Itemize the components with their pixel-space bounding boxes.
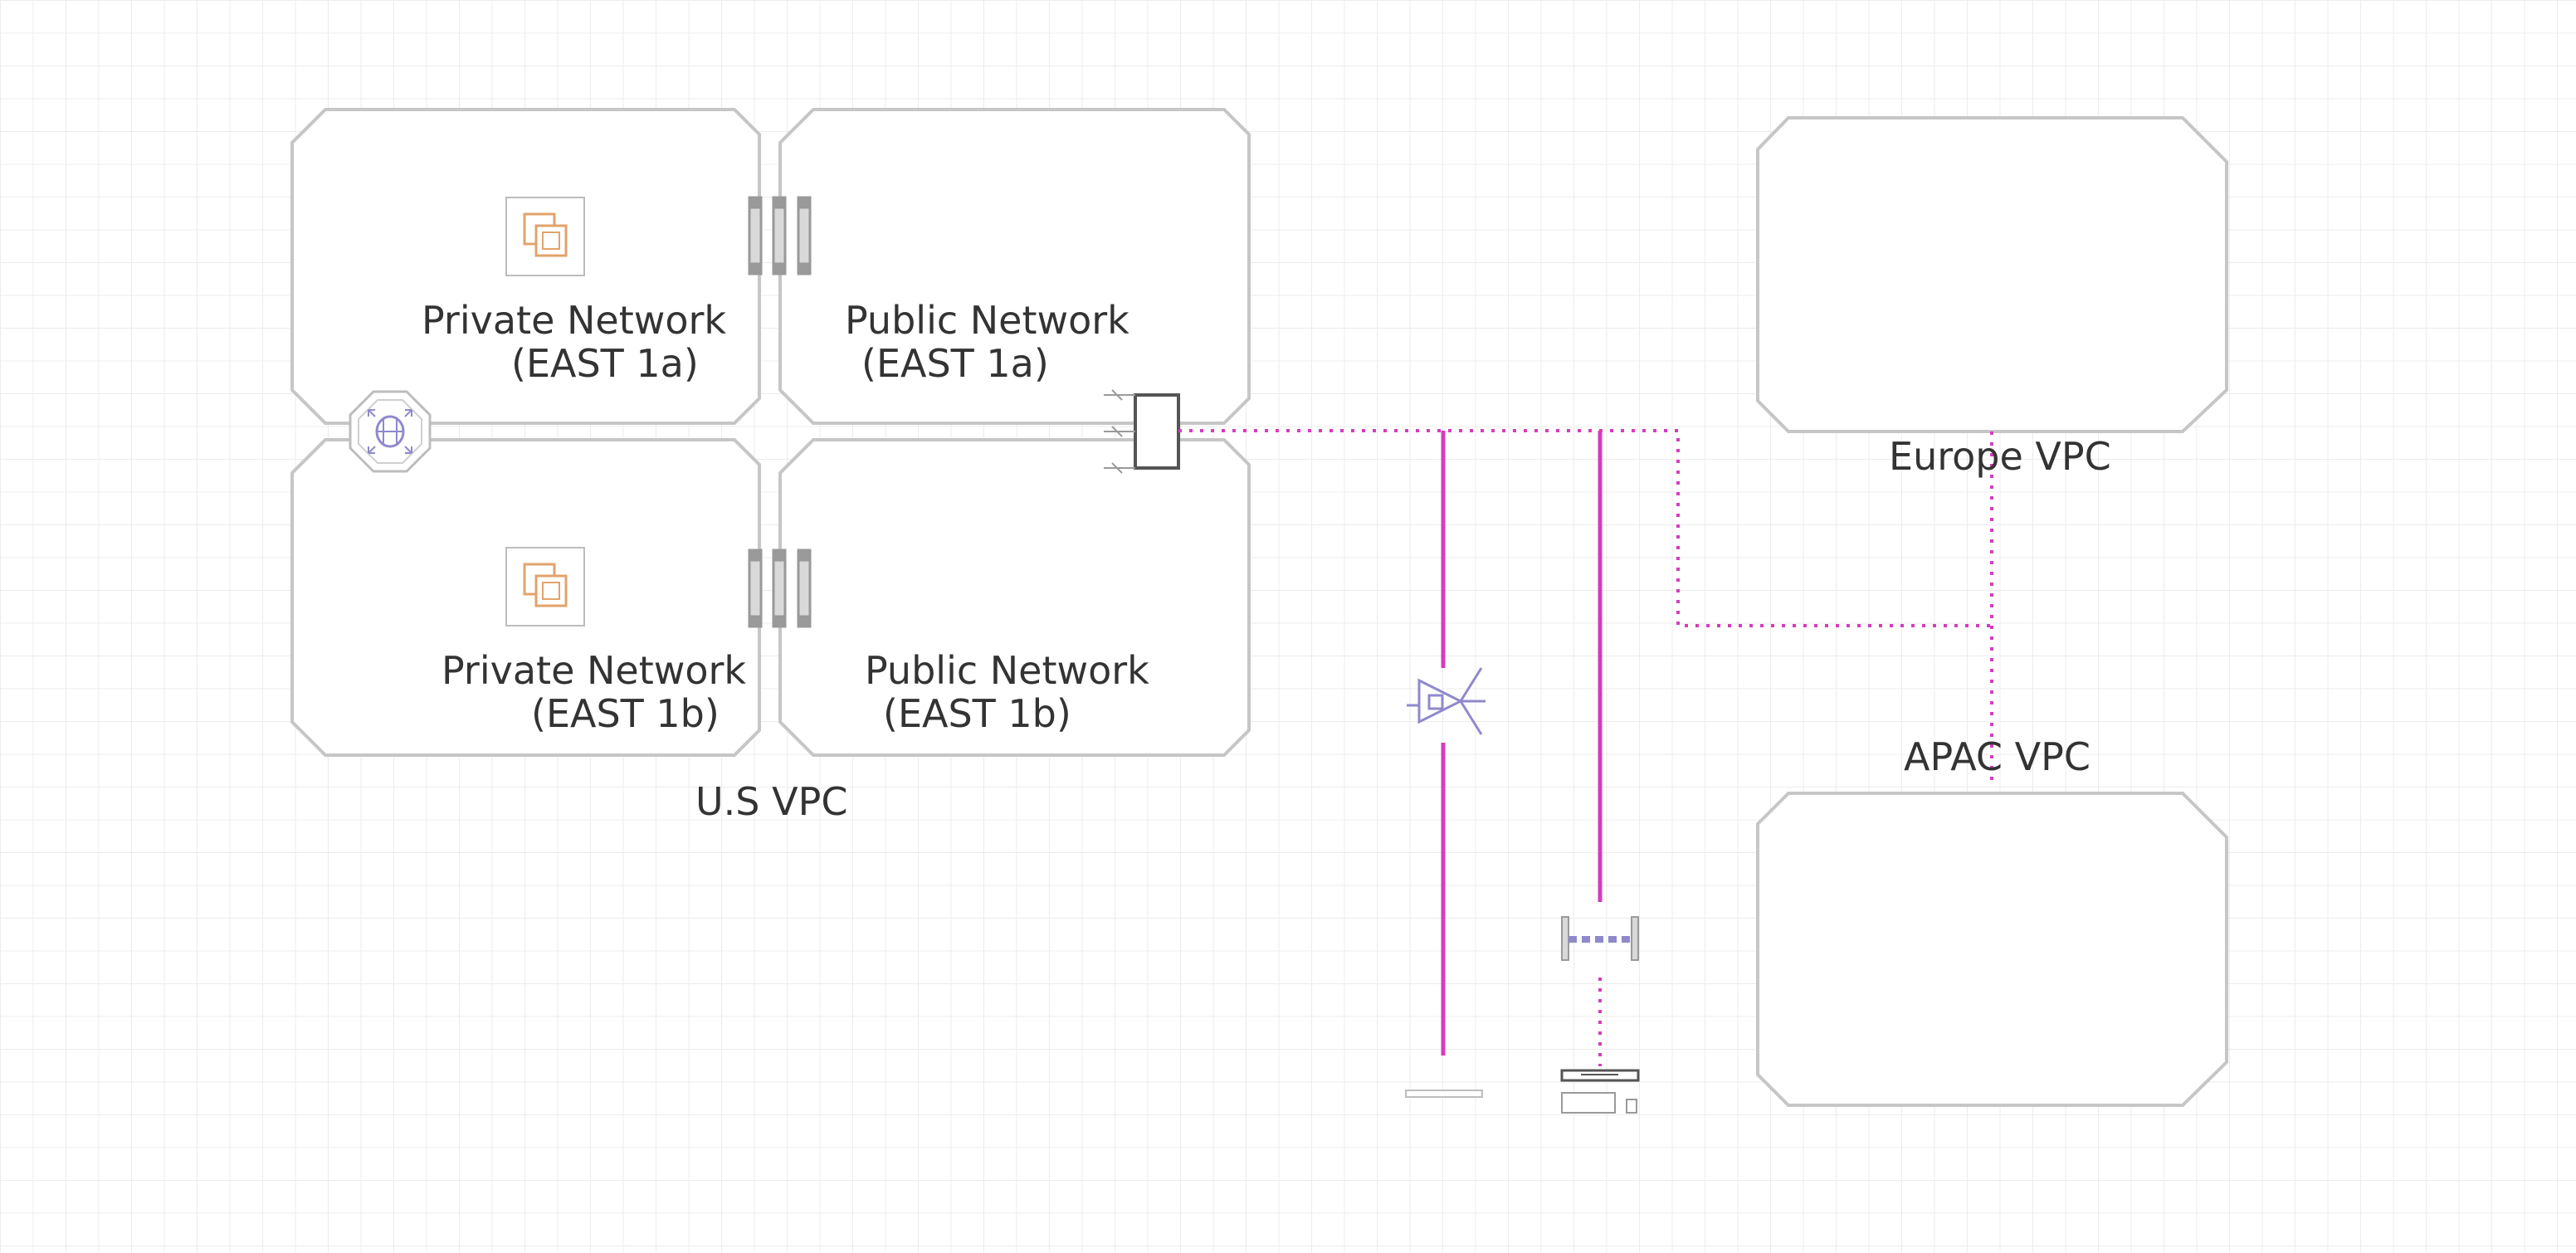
- label-private-east-1b: Private Network (EAST 1b): [442, 649, 746, 735]
- solid-connection-lines: [1441, 431, 1603, 1056]
- label-line1: Public Network: [865, 648, 1149, 693]
- subnet-connector-bottom: [748, 548, 812, 628]
- customer-gateway-icon[interactable]: [1560, 1069, 1640, 1114]
- label-europe-vpc: Europe VPC: [1889, 434, 2111, 479]
- internet-gateway-icon[interactable]: [1104, 389, 1180, 474]
- vpc-europe[interactable]: [1756, 116, 2228, 433]
- label-public-east-1b: Public Network (EAST 1b): [865, 649, 1149, 735]
- dotted-connection-lines: [1178, 429, 1993, 1066]
- label-line1: Public Network: [845, 298, 1129, 343]
- label-line2: (EAST 1a): [861, 341, 1049, 386]
- label-public-east-1a: Public Network (EAST 1a): [845, 299, 1129, 385]
- label-line2: (EAST 1b): [531, 691, 720, 736]
- router-icon[interactable]: [1407, 667, 1486, 735]
- label-line1: Private Network: [422, 298, 727, 343]
- subnet-connector-top: [748, 196, 812, 275]
- label-private-east-1a: Private Network (EAST 1a): [422, 299, 726, 385]
- label-line2: (EAST 1a): [511, 341, 699, 386]
- label-line1: Private Network: [442, 648, 747, 693]
- load-balancer-icon[interactable]: [349, 390, 432, 473]
- nat-gateway-icon[interactable]: [1405, 1090, 1483, 1098]
- label-us-vpc: U.S VPC: [695, 779, 848, 824]
- label-apac-vpc: APAC VPC: [1904, 734, 2091, 779]
- vpc-apac[interactable]: [1756, 792, 2228, 1107]
- label-line2: (EAST 1b): [883, 691, 1071, 736]
- compute-instances-icon[interactable]: [505, 197, 585, 276]
- vpn-gateway-icon[interactable]: [1561, 916, 1639, 961]
- compute-instances-icon[interactable]: [505, 547, 585, 626]
